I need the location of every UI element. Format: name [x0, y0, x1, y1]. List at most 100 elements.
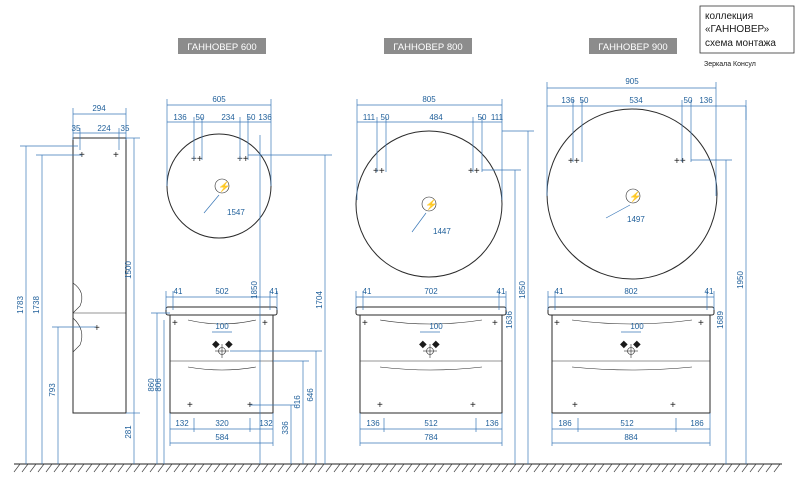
offset-800-2: 484	[429, 113, 443, 122]
floor-hatch	[581, 463, 589, 473]
floor-hatch	[37, 463, 45, 473]
floor-hatch	[77, 463, 85, 473]
floor-hatch	[557, 463, 565, 473]
svg-text:+: +	[79, 150, 85, 161]
floor-hatch	[141, 463, 149, 473]
floor-line	[13, 463, 782, 473]
floor-hatch	[525, 463, 533, 473]
svg-text:◆: ◆	[419, 339, 427, 350]
model-title-900: ГАННОВЕР 900	[589, 38, 677, 54]
h600-bottom: 336	[281, 421, 290, 435]
floor-hatch	[165, 463, 173, 473]
bottom-600-left: 132	[175, 419, 189, 428]
floor-hatch	[253, 463, 261, 473]
floor-hatch	[629, 463, 637, 473]
svg-text:++: ++	[191, 154, 203, 165]
floor-hatch	[637, 463, 645, 473]
floor-hatch	[573, 463, 581, 473]
floor-hatch	[605, 463, 613, 473]
floor-hatch	[533, 463, 541, 473]
bottom-800-left: 136	[366, 419, 380, 428]
width-800: 784	[424, 433, 438, 442]
floor-hatch	[669, 463, 677, 473]
floor-hatch	[293, 463, 301, 473]
floor-hatch	[589, 463, 597, 473]
svg-text:++: ++	[373, 166, 385, 177]
floor-hatch	[13, 463, 21, 473]
offset-800-0: 111	[363, 113, 376, 122]
svg-text:+: +	[377, 400, 383, 411]
column-inner-mid: 224	[97, 124, 111, 133]
offset-600-0: 136	[173, 113, 187, 122]
floor-hatch	[317, 463, 325, 473]
bottom-800-mid: 512	[424, 419, 438, 428]
basin-800-mid: 702	[424, 287, 438, 296]
floor-hatch	[461, 463, 469, 473]
mirror-width-800: 805	[422, 95, 436, 104]
floor-hatch	[741, 463, 749, 473]
floor-hatch	[645, 463, 653, 473]
floor-hatch	[757, 463, 765, 473]
h600-cabinet-side: 806	[154, 378, 163, 392]
h600-pipe: 646	[306, 388, 315, 402]
column-height-body: 1500	[124, 261, 133, 279]
svg-text:⚡: ⚡	[425, 198, 437, 211]
basin-900-mid: 802	[624, 287, 638, 296]
floor-hatch	[397, 463, 405, 473]
mirror-800	[355, 130, 503, 278]
svg-text:+: +	[554, 318, 560, 329]
floor-hatch	[501, 463, 509, 473]
basin-600-left: 41	[174, 287, 183, 296]
model-title-800: ГАННОВЕР 800	[384, 38, 472, 54]
column-dimensions: 294 35 224 35 1783 1738 1500 793 281	[16, 104, 140, 464]
svg-text:◆: ◆	[212, 339, 220, 350]
h600-cabinet-top: 860	[147, 378, 156, 392]
svg-text:+: +	[492, 318, 498, 329]
floor-hatch	[565, 463, 573, 473]
floor-hatch	[349, 463, 357, 473]
svg-text:◆: ◆	[633, 339, 641, 350]
floor-hatch	[445, 463, 453, 473]
floor-hatch	[733, 463, 741, 473]
floor-hatch	[477, 463, 485, 473]
floor-hatch	[85, 463, 93, 473]
svg-text:++: ++	[568, 156, 580, 167]
bottom-900-right: 186	[690, 419, 704, 428]
offset-800-3: 50	[478, 113, 487, 122]
floor-hatch	[269, 463, 277, 473]
width-600: 584	[215, 433, 229, 442]
floor-hatch	[549, 463, 557, 473]
basin-600-right: 41	[270, 287, 279, 296]
h900-mirror-top: 1950	[736, 271, 745, 289]
svg-text:++: ++	[237, 154, 249, 165]
svg-text:ГАННОВЕР 800: ГАННОВЕР 800	[393, 42, 462, 53]
width-900: 884	[624, 433, 638, 442]
floor-hatch	[21, 463, 29, 473]
floor-hatch	[101, 463, 109, 473]
header-line-2: «ГАННОВЕР»	[705, 24, 770, 35]
floor-hatch	[413, 463, 421, 473]
floor-hatch	[245, 463, 253, 473]
floor-hatch	[597, 463, 605, 473]
floor-hatch	[229, 463, 237, 473]
svg-text:++: ++	[674, 156, 686, 167]
svg-text:+: +	[113, 150, 119, 161]
floor-hatch	[469, 463, 477, 473]
floor-hatch	[61, 463, 69, 473]
h600-drain: 616	[293, 395, 302, 409]
floor-hatch	[701, 463, 709, 473]
floor-hatch	[485, 463, 493, 473]
offset-900-2: 534	[629, 96, 643, 105]
floor-hatch	[125, 463, 133, 473]
offset-600-2: 234	[221, 113, 235, 122]
basin-center-900: 100	[630, 322, 644, 331]
floor-hatch	[149, 463, 157, 473]
mirror-center-600: 1547	[227, 208, 245, 217]
offset-900-4: 136	[699, 96, 713, 105]
column-height-total: 1783	[16, 296, 25, 314]
h600-mirror-total: 1704	[315, 291, 324, 309]
floor-hatch	[117, 463, 125, 473]
basin-center-800: 100	[429, 322, 443, 331]
header-line-1: коллекция	[705, 11, 753, 22]
floor-hatch	[261, 463, 269, 473]
